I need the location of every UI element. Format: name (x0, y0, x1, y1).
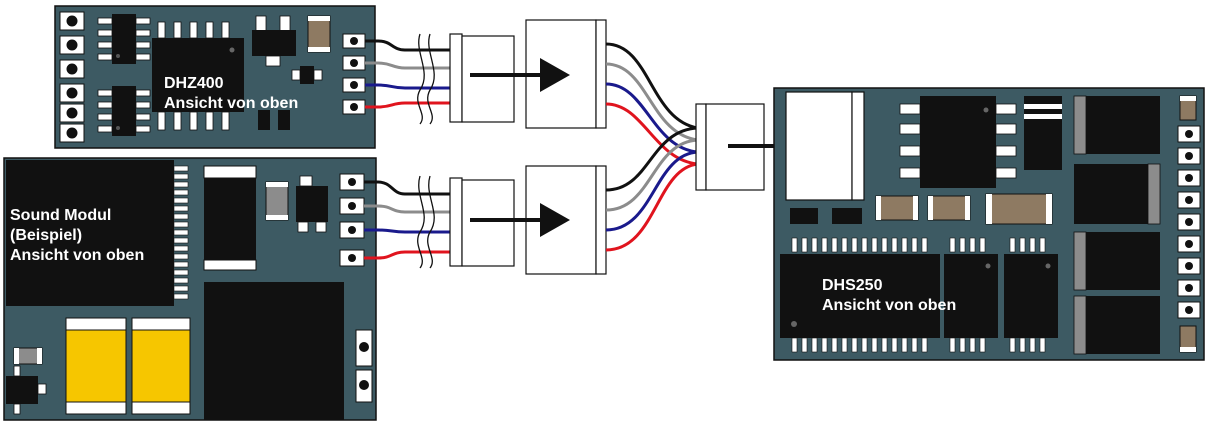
sound-power-component (203, 165, 257, 271)
sound-lower-ic (204, 282, 344, 420)
dhs250-transistor-2 (1074, 163, 1161, 225)
dhs250-view: Ansicht von oben (822, 297, 957, 314)
dhs250-ic-top (899, 96, 1017, 188)
dhs250-chip-a (790, 208, 818, 224)
dhs250-socket (785, 91, 865, 201)
sound-bottom-pads (355, 329, 373, 403)
dhs250-diode (1024, 96, 1062, 170)
lower-wire-break (417, 175, 435, 269)
merge-wires-upper (605, 42, 699, 166)
dhs250-right-pads (1177, 95, 1201, 353)
dhs250-chip-b (832, 208, 862, 224)
dhs250-big-ic (780, 254, 940, 338)
dhz400-transistor (252, 15, 296, 67)
sound-small-transistor (6, 365, 47, 415)
sound-yellow-capacitor-1 (65, 317, 127, 415)
lower-wire-bundle (364, 180, 450, 260)
dhz400-capacitor (307, 15, 331, 53)
dhz400-diode (291, 66, 323, 84)
upper-plug-small (449, 33, 515, 123)
dhz400-small-ic-2 (97, 86, 151, 136)
sound-module-label: Sound Modul (Beispiel) Ansicht von oben (10, 206, 144, 266)
dhs250-transistor-4 (1073, 295, 1160, 355)
dhs250-transistor-1 (1073, 95, 1160, 155)
lower-plug-arrow (470, 203, 570, 237)
dhz400-small-chip-a (258, 110, 270, 130)
dhz400-name: DHZ400 (164, 75, 224, 92)
dhs250-ic-right (1004, 254, 1058, 338)
dhz400-left-pads (59, 11, 85, 143)
sound-right-pads (339, 173, 365, 267)
sound-module-example: (Beispiel) (10, 227, 83, 244)
upper-wire-bundle (365, 39, 450, 109)
sound-main-ic (6, 160, 174, 306)
dhz400-view: Ansicht von oben (164, 95, 299, 112)
dhs250-ic-middle (944, 254, 998, 338)
dhs250-transistor-3 (1073, 231, 1160, 291)
dhz400-label: DHZ400 Ansicht von oben (164, 74, 298, 114)
lower-plug-small (449, 177, 515, 267)
upper-wire-break (417, 33, 435, 125)
sound-main-ic-pins (173, 165, 189, 300)
sound-module-board (3, 157, 377, 421)
dhs250-pin-row-top (791, 237, 1046, 253)
dhz400-board (54, 5, 376, 149)
dhz400-main-ic (152, 21, 244, 131)
dhs250-pin-row-bottom (791, 337, 1046, 353)
merge-wires-lower (605, 126, 699, 252)
sound-transistor (296, 175, 328, 233)
dhz400-right-pads (342, 33, 366, 115)
dhz400-small-ic-1 (97, 14, 151, 64)
sound-module-name: Sound Modul (10, 207, 112, 224)
sound-grey-capacitor (265, 181, 289, 221)
dhs250-board (773, 87, 1205, 361)
sound-module-view: Ansicht von oben (10, 247, 145, 264)
dhs250-name: DHS250 (822, 277, 883, 294)
sound-small-capacitor (13, 347, 43, 365)
dhz400-small-chip-b (278, 110, 290, 130)
upper-plug-arrow (470, 58, 570, 92)
dhs250-resistor-row (875, 193, 1053, 225)
sound-yellow-capacitor-2 (131, 317, 191, 415)
dhs250-label: DHS250 Ansicht von oben (822, 276, 956, 316)
